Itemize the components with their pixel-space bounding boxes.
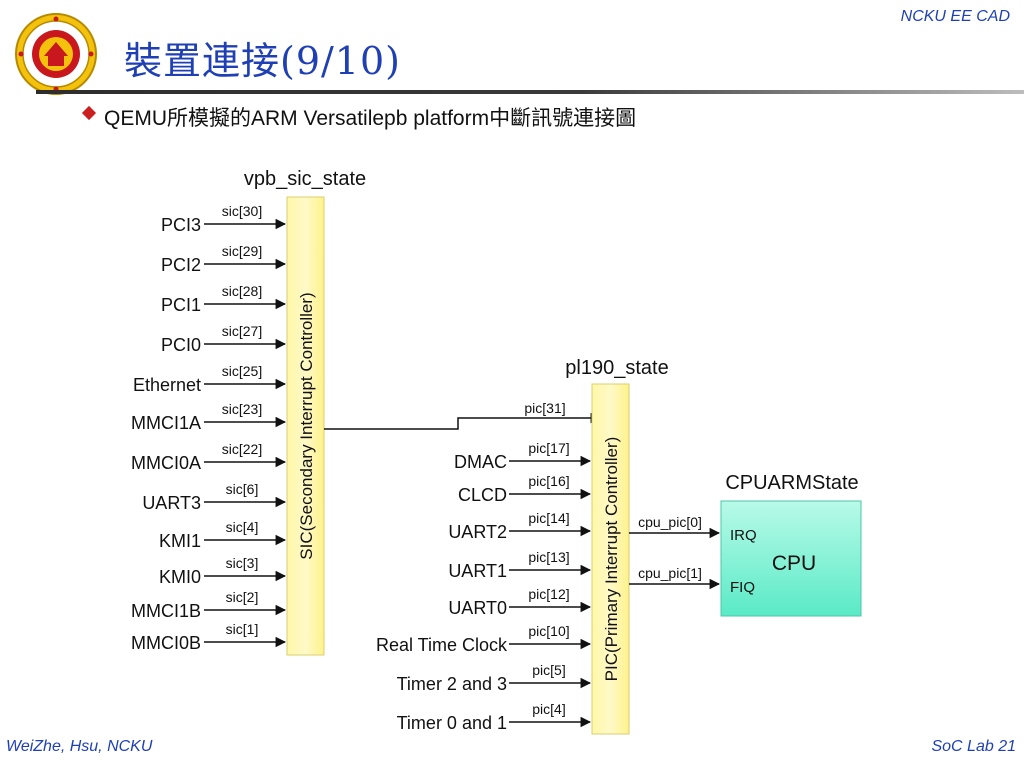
pic-input-signal: pic[13] [528,549,569,565]
pic-input-device: UART1 [448,561,507,581]
pic-input-signal: pic[10] [528,623,569,639]
sic-to-pic-line [324,412,602,430]
pic-state-label: pl190_state [565,357,668,379]
sic-input-signal: sic[23] [222,401,262,417]
pic-input-signal: pic[5] [532,662,565,678]
fiq-signal-label: cpu_pic[1] [638,565,702,581]
sic-input-device: PCI1 [161,295,201,315]
pic-input-signal: pic[14] [528,510,569,526]
pic-input-device: UART2 [448,522,507,542]
fiq-label: FIQ [730,579,755,596]
sic-input-device: KMI0 [159,567,201,587]
sic-input-signal: sic[2] [226,589,259,605]
cpu-box [720,500,862,617]
header-corner-text: NCKU EE CAD [900,8,1010,25]
sic-input-signal: sic[22] [222,441,262,457]
sic-link-signal-label: pic[31] [524,400,565,416]
pic-input-signal: pic[17] [528,440,569,456]
sic-state-label: vpb_sic_state [244,168,366,190]
cpu-label: CPU [772,552,816,575]
sic-input-device: PCI3 [161,215,201,235]
sic-input-signal: sic[28] [222,283,262,299]
sic-input-device: UART3 [142,493,201,513]
pic-input-device: CLCD [458,485,507,505]
sic-controller-box [286,196,325,656]
pic-input-device: Timer 2 and 3 [397,674,507,694]
pic-input-device: UART0 [448,598,507,618]
cpu-state-label: CPUARMState [725,472,858,494]
sic-input-signal: sic[1] [226,621,259,637]
sic-input-signal: sic[30] [222,203,262,219]
sic-input-device: MMCI1B [131,601,201,621]
sic-input-device: Ethernet [133,375,201,395]
pic-input-device: DMAC [454,452,507,472]
sic-input-device: MMCI0B [131,633,201,653]
pic-input-signal: pic[16] [528,473,569,489]
sic-input-signal: sic[4] [226,519,259,535]
title-divider [36,90,1024,94]
university-seal-logo [15,13,97,95]
sic-input-signal: sic[29] [222,243,262,259]
sic-controller-label: SIC(Secondary Interrupt Controller) [297,292,316,559]
pic-controller-label: PIC(Primary Interrupt Controller) [602,437,621,682]
pic-input-device: Real Time Clock [376,635,508,655]
sic-input-signal: sic[25] [222,363,262,379]
page-title: 裝置連接(9/10) [124,39,401,83]
pic-input-device: Timer 0 and 1 [397,713,507,733]
sic-input-device: PCI0 [161,335,201,355]
sic-input-device: MMCI0A [131,453,201,473]
bullet-text: QEMU所模擬的ARM Versatilepb platform中斷訊號連接圖 [104,107,637,130]
pic-input-signal: pic[4] [532,701,565,717]
irq-signal-label: cpu_pic[0] [638,514,702,530]
footer-author: WeiZhe, Hsu, NCKU [6,738,153,755]
sic-input-signal: sic[3] [226,555,259,571]
sic-input-signal: sic[27] [222,323,262,339]
sic-input-device: MMCI1A [131,413,201,433]
irq-label: IRQ [730,527,757,544]
sic-input-signal: sic[6] [226,481,259,497]
pic-controller-box [591,383,630,735]
sic-input-device: KMI1 [159,531,201,551]
pic-input-signal: pic[12] [528,586,569,602]
sic-input-device: PCI2 [161,255,201,275]
footer-page-number: SoC Lab 21 [931,738,1016,755]
